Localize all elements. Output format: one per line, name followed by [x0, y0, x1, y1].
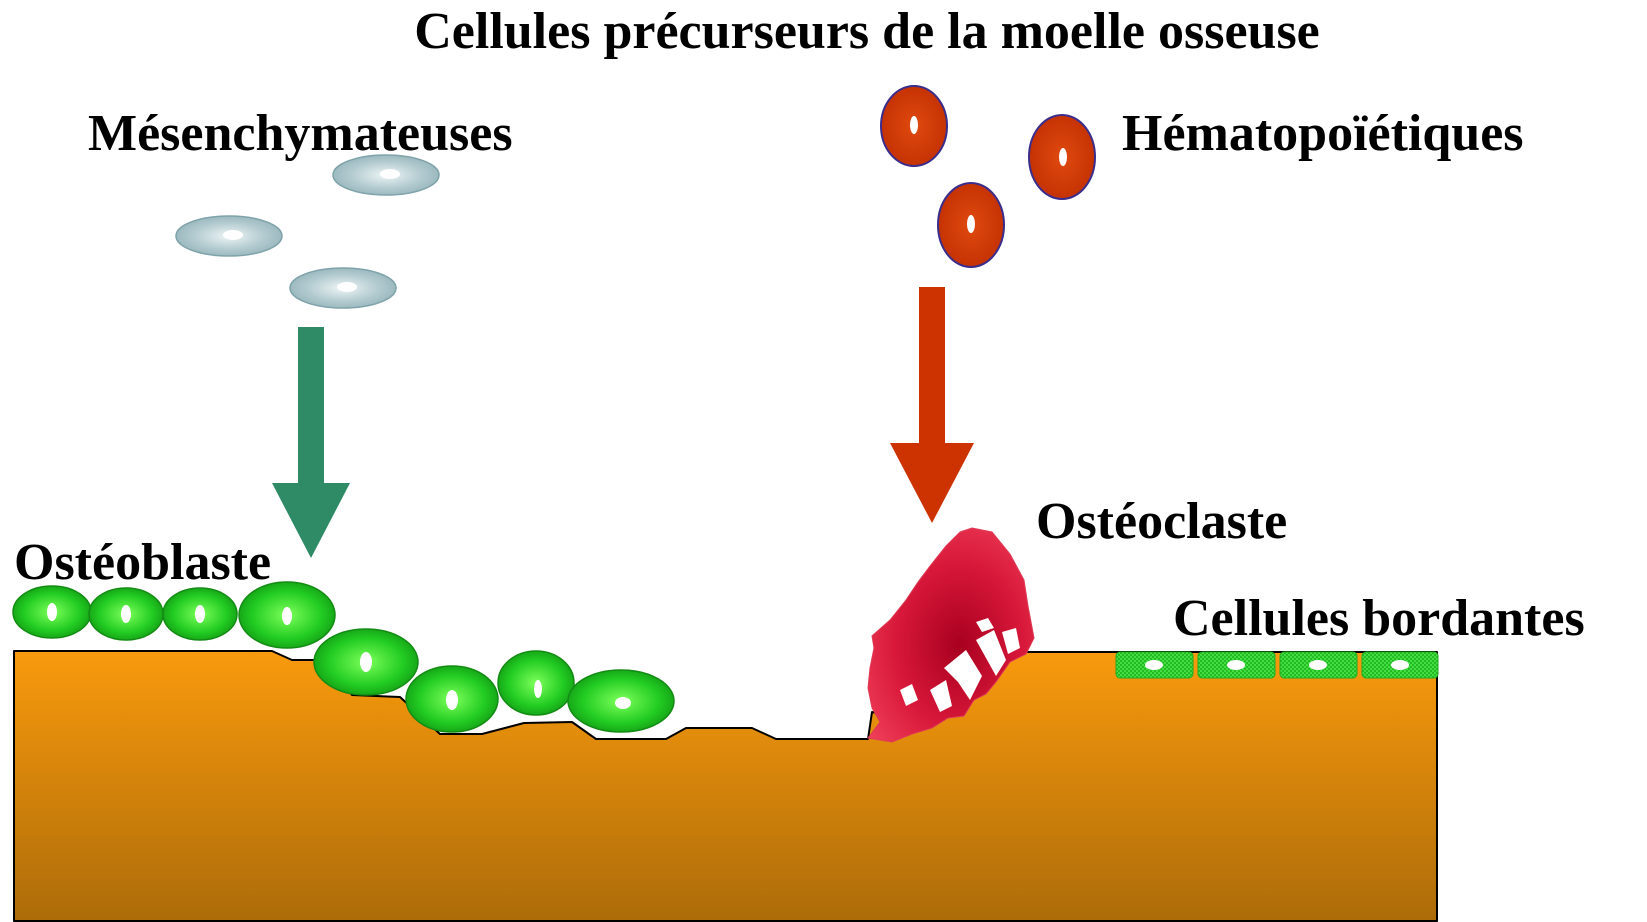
- mesenchymal-arrow: [272, 327, 350, 558]
- lining-cell: [1280, 652, 1357, 678]
- hematopoietic-arrow: [890, 287, 974, 523]
- lining-cell: [1116, 652, 1193, 678]
- osteoclast-label: Ostéoclaste: [1036, 493, 1287, 550]
- osteoblast-cell: [498, 651, 574, 715]
- osteoblast-cell: [314, 629, 418, 695]
- mesenchymal-cell: [333, 155, 439, 195]
- hematopoietic-cell: [881, 86, 947, 166]
- osteoblast-cell: [406, 666, 498, 732]
- hematopoietic-cell: [938, 183, 1004, 267]
- hematopoietic-label: Hématopoïétiques: [1122, 105, 1524, 162]
- lining-cell: [1362, 652, 1438, 678]
- lining-cells-label: Cellules bordantes: [1173, 590, 1585, 647]
- osteoblast-cell: [89, 588, 163, 640]
- lining-cell: [1198, 652, 1275, 678]
- osteoblast-cell: [239, 582, 335, 648]
- osteoblast-cell: [568, 670, 674, 732]
- osteoblast-cell: [13, 586, 91, 638]
- hematopoietic-cells: [881, 86, 1095, 267]
- mesenchymal-cell: [290, 268, 396, 308]
- osteoblast-cell: [163, 588, 237, 640]
- bone-matrix: [14, 651, 1437, 921]
- osteoblast-label: Ostéoblaste: [14, 534, 271, 591]
- diagram-title: Cellules précurseurs de la moelle osseus…: [414, 3, 1320, 60]
- mesenchymal-cell: [176, 216, 282, 256]
- mesenchymal-label: Mésenchymateuses: [88, 105, 513, 162]
- mesenchymal-cells: [176, 155, 439, 308]
- hematopoietic-cell: [1029, 115, 1095, 199]
